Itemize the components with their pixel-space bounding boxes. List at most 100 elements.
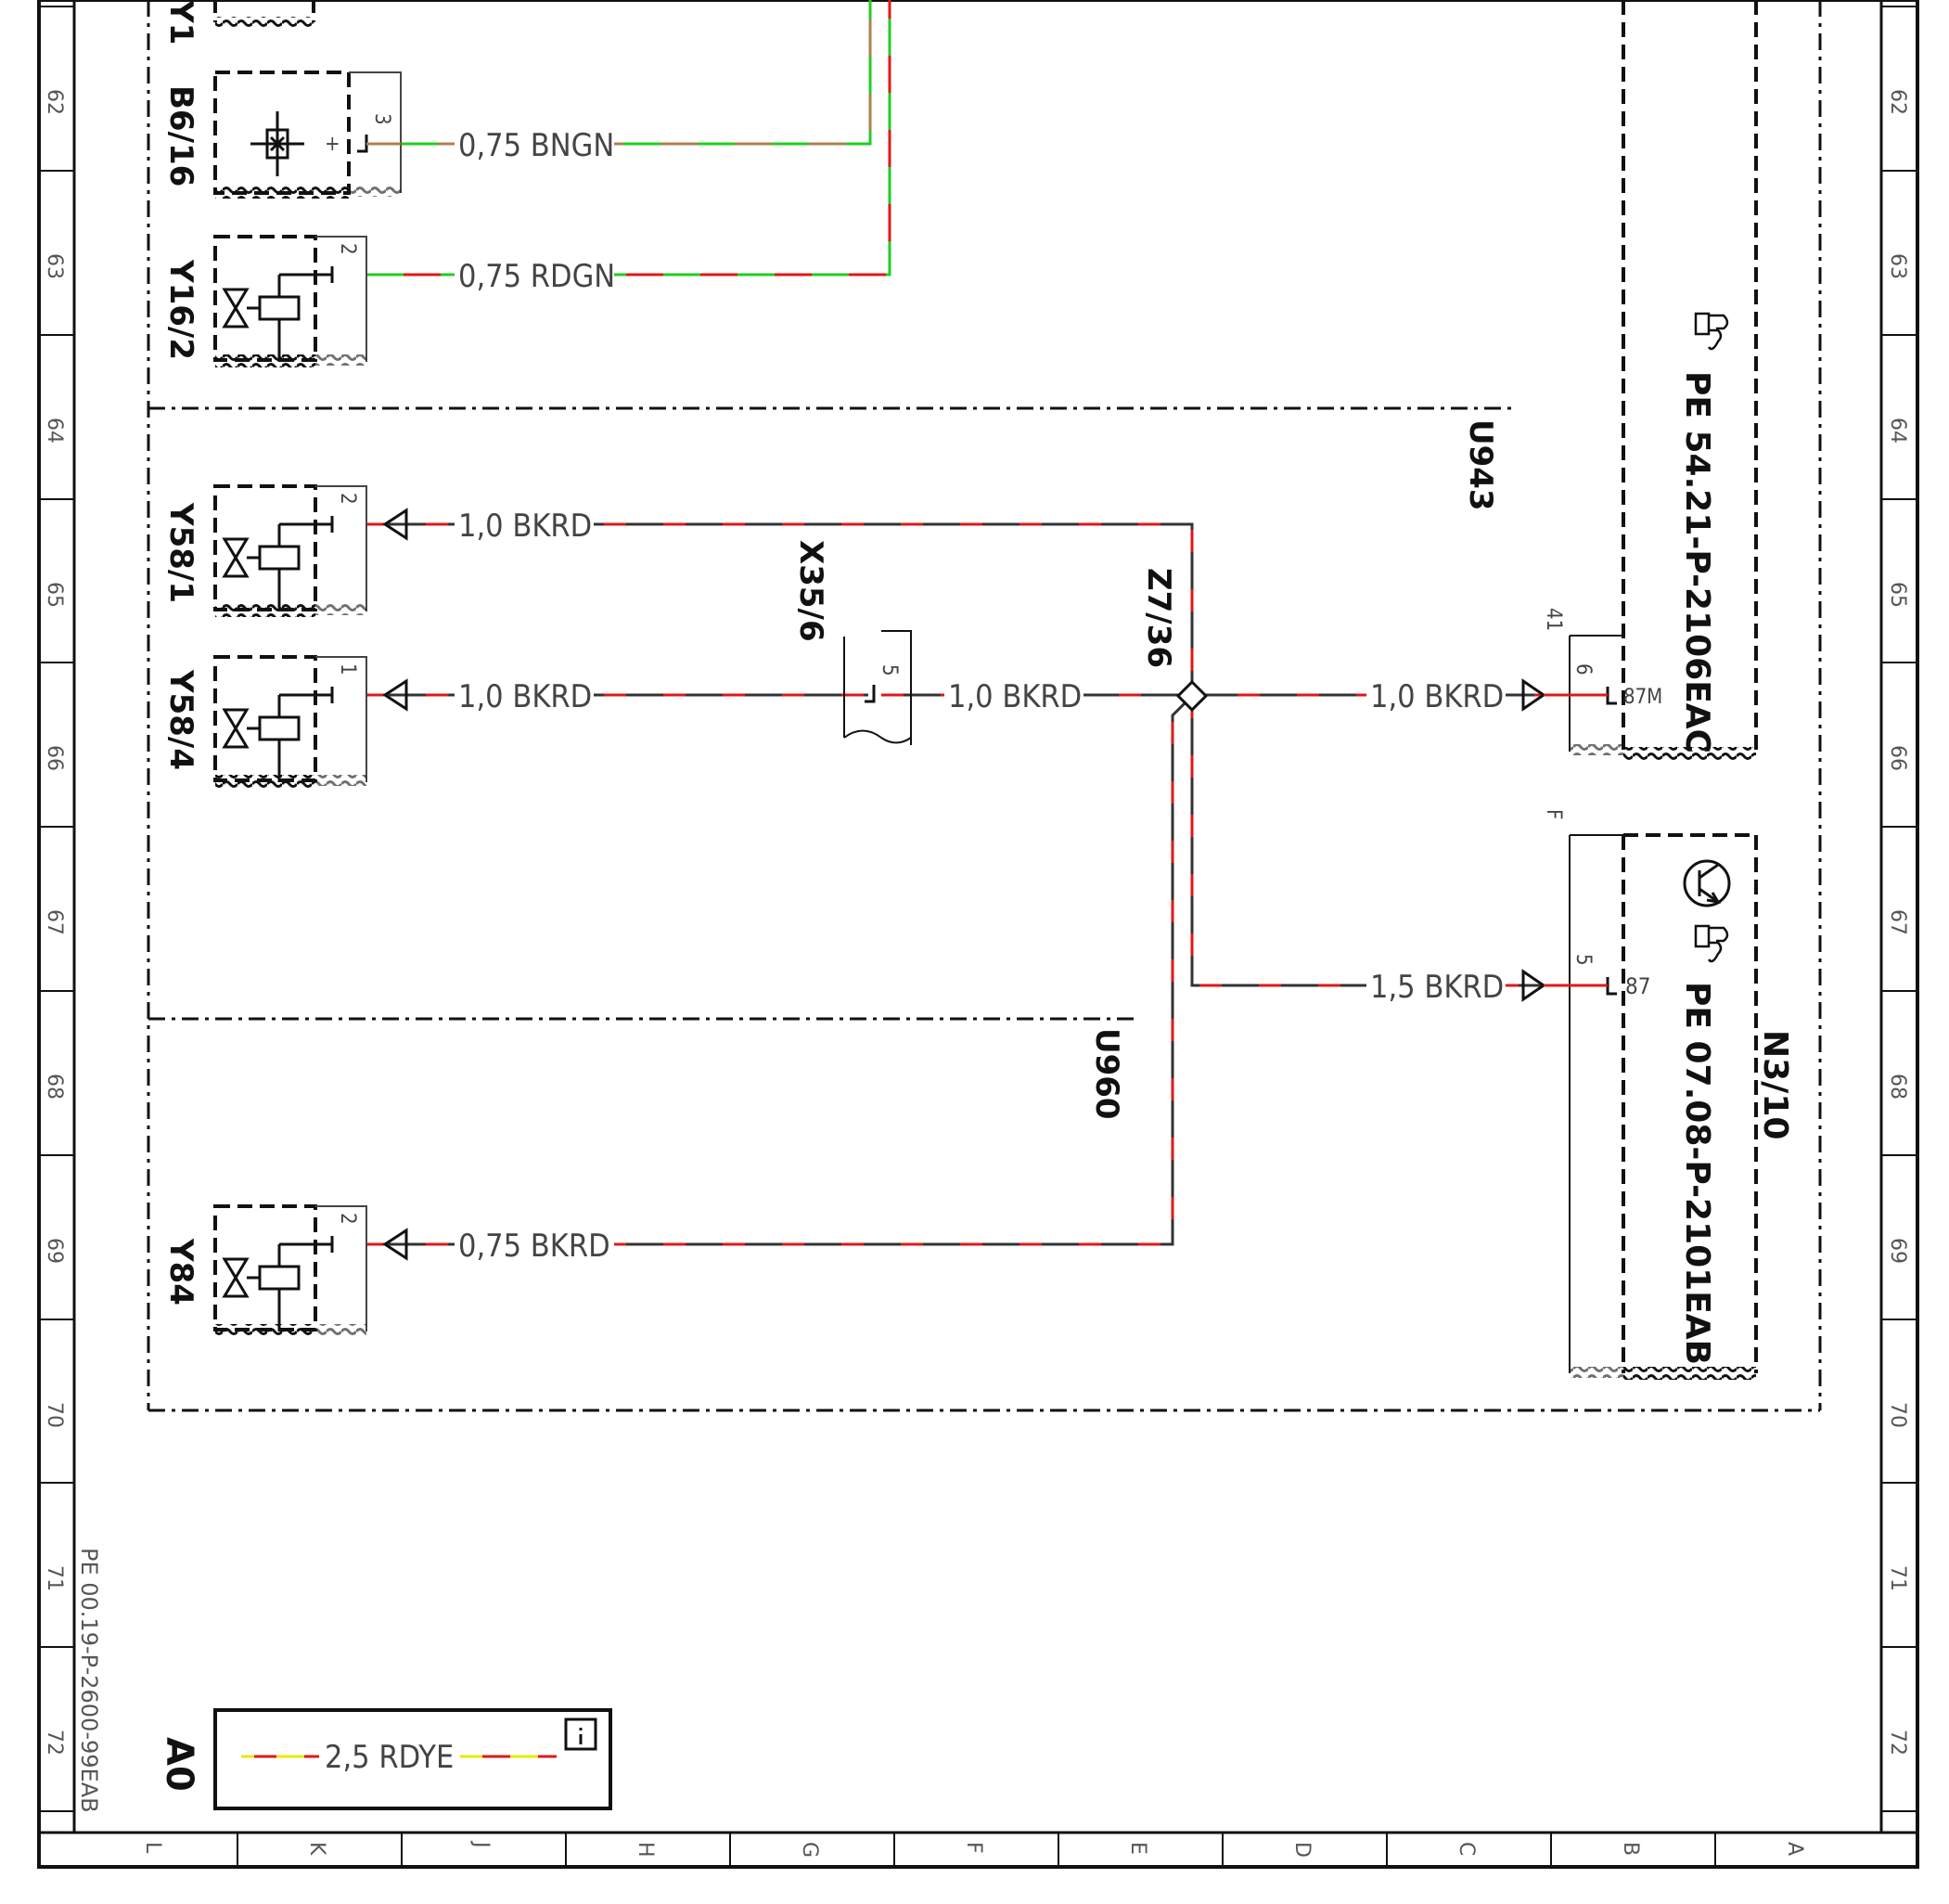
zone-label: U960 [1088, 1028, 1125, 1120]
column-label: K [305, 1842, 328, 1856]
component-y84: 2 Y84 [162, 1204, 408, 1337]
connector-arrow-icon [1521, 678, 1546, 712]
document-reference: PE 00.19-P-2600-99EAB [76, 1548, 102, 1813]
pin-number: 3 [370, 113, 393, 125]
component-label: X35/6 [792, 540, 829, 642]
wire-rdgn [366, 0, 891, 277]
row-label: 68 [43, 1074, 66, 1100]
row-label: 63 [1886, 253, 1909, 279]
pin-number: 2 [336, 243, 359, 255]
component-b6-16: + 3 B6/16 [162, 71, 402, 199]
transistor-icon [1683, 859, 1731, 907]
pin-number: 2 [336, 1213, 359, 1225]
component-label: B6/16 [162, 85, 199, 187]
column-label: C [1455, 1842, 1478, 1856]
component-y16-2: 2 Y16/2 [162, 235, 367, 367]
component-label: Y84 [162, 1238, 199, 1306]
row-label: 62 [1886, 89, 1909, 115]
row-label: 71 [1886, 1565, 1909, 1591]
row-label: 67 [43, 909, 66, 935]
component-a0: 2,5 RDYE A0 [158, 1708, 612, 1810]
component-n3-10: 41 F 6 87M 5 87 PE 54.21-P-21 [1521, 0, 1794, 1380]
pin-number: 5 [878, 664, 901, 676]
zone-label: U943 [1462, 419, 1499, 511]
component-label: Y58/1 [162, 502, 199, 603]
row-label: 66 [1886, 745, 1909, 771]
pin-number: 2 [336, 493, 359, 505]
pin-number: 1 [336, 663, 359, 675]
component-label: A0 [158, 1737, 200, 1792]
row-labels-left: 62 63 64 65 66 67 68 69 70 71 72 [43, 89, 66, 1756]
info-icon[interactable] [564, 1717, 597, 1751]
row-label: 62 [43, 89, 66, 115]
row-label: 65 [43, 582, 66, 608]
reference-link[interactable]: PE 54.21-P-2106EAC [1678, 371, 1716, 753]
terminal-label: 87 [1625, 973, 1650, 999]
wire-label: 0,75 BNGN [458, 127, 614, 164]
zone-boundaries [147, 0, 1822, 1412]
connector-arrow-icon [1521, 969, 1546, 1002]
row-label: 70 [1886, 1402, 1909, 1428]
solenoid-valve-icon [222, 1242, 332, 1332]
splice-z7-36: Z7/36 [1140, 568, 1209, 713]
pointing-hand-icon [1694, 924, 1729, 963]
component-label: Y16/2 [162, 259, 199, 360]
wire-label: 1,0 BKRD [948, 678, 1082, 715]
reference-link[interactable]: PE 07.08-P-2101EAB [1678, 982, 1716, 1365]
component-label: Y1 [162, 0, 199, 45]
row-label: 72 [43, 1730, 66, 1756]
row-labels-right: 62 63 64 65 66 67 68 69 70 71 72 [1886, 89, 1909, 1756]
column-label: A [1783, 1842, 1806, 1856]
row-label: 66 [43, 745, 66, 771]
column-label: B [1619, 1842, 1642, 1856]
column-label: D [1290, 1842, 1314, 1858]
component-label: N3/10 [1756, 1030, 1794, 1139]
component-y58-1: 2 Y58/1 [162, 484, 408, 617]
terminal-label: 87M [1623, 686, 1662, 709]
sheet-frame [37, 0, 1919, 1869]
column-labels: L K J H G F E D C B A [141, 1840, 1806, 1858]
column-label: H [634, 1842, 657, 1858]
component-label: Y58/4 [162, 669, 199, 770]
connector-x35-6: 5 X35/6 [792, 540, 912, 745]
component-y58-4: 1 Y58/4 [162, 655, 408, 788]
component-top-partial: Y1 [162, 0, 315, 45]
wire-label: 0,75 RDGN [458, 258, 615, 295]
row-label: 67 [1886, 909, 1909, 935]
column-label: F [962, 1842, 985, 1854]
wire-labels: 0,75 BNGN 0,75 RDGN 1,0 BKRD 1,0 BKRD 1,… [455, 127, 1506, 1265]
column-ticks [237, 1833, 1716, 1867]
row-label: 71 [43, 1565, 66, 1591]
row-ticks [39, 6, 1917, 1812]
wire-bngn [401, 0, 872, 146]
pin-number: 5 [1571, 954, 1595, 966]
wire-label: 1,0 BKRD [458, 678, 592, 715]
sensor-icon [250, 111, 304, 176]
plus-sign: + [325, 133, 340, 156]
column-label: L [141, 1842, 164, 1854]
column-label: J [469, 1840, 493, 1848]
solenoid-valve-icon [222, 522, 332, 611]
wire-label: 2,5 RDYE [325, 1739, 454, 1776]
row-label: 70 [43, 1402, 66, 1428]
connector-arrow-icon [382, 1228, 408, 1261]
wire-label: 0,75 BKRD [458, 1228, 610, 1265]
column-label: G [798, 1842, 821, 1858]
column-label: E [1126, 1842, 1149, 1855]
row-label: 69 [43, 1238, 66, 1264]
pin-number: 6 [1571, 663, 1595, 675]
wire-label: 1,0 BKRD [1370, 678, 1504, 715]
row-label: 69 [1886, 1238, 1909, 1264]
row-label: 64 [43, 418, 66, 444]
connector-label: F [1542, 809, 1565, 819]
connector-arrow-icon [382, 678, 408, 712]
row-label: 65 [1886, 582, 1909, 608]
wire-label: 1,5 BKRD [1370, 969, 1504, 1006]
solenoid-valve-icon [222, 273, 332, 362]
splice-icon [1175, 679, 1209, 713]
component-label: Z7/36 [1140, 568, 1177, 668]
row-label: 68 [1886, 1074, 1909, 1100]
row-label: 72 [1886, 1730, 1909, 1756]
connector-label: 41 [1542, 608, 1565, 631]
